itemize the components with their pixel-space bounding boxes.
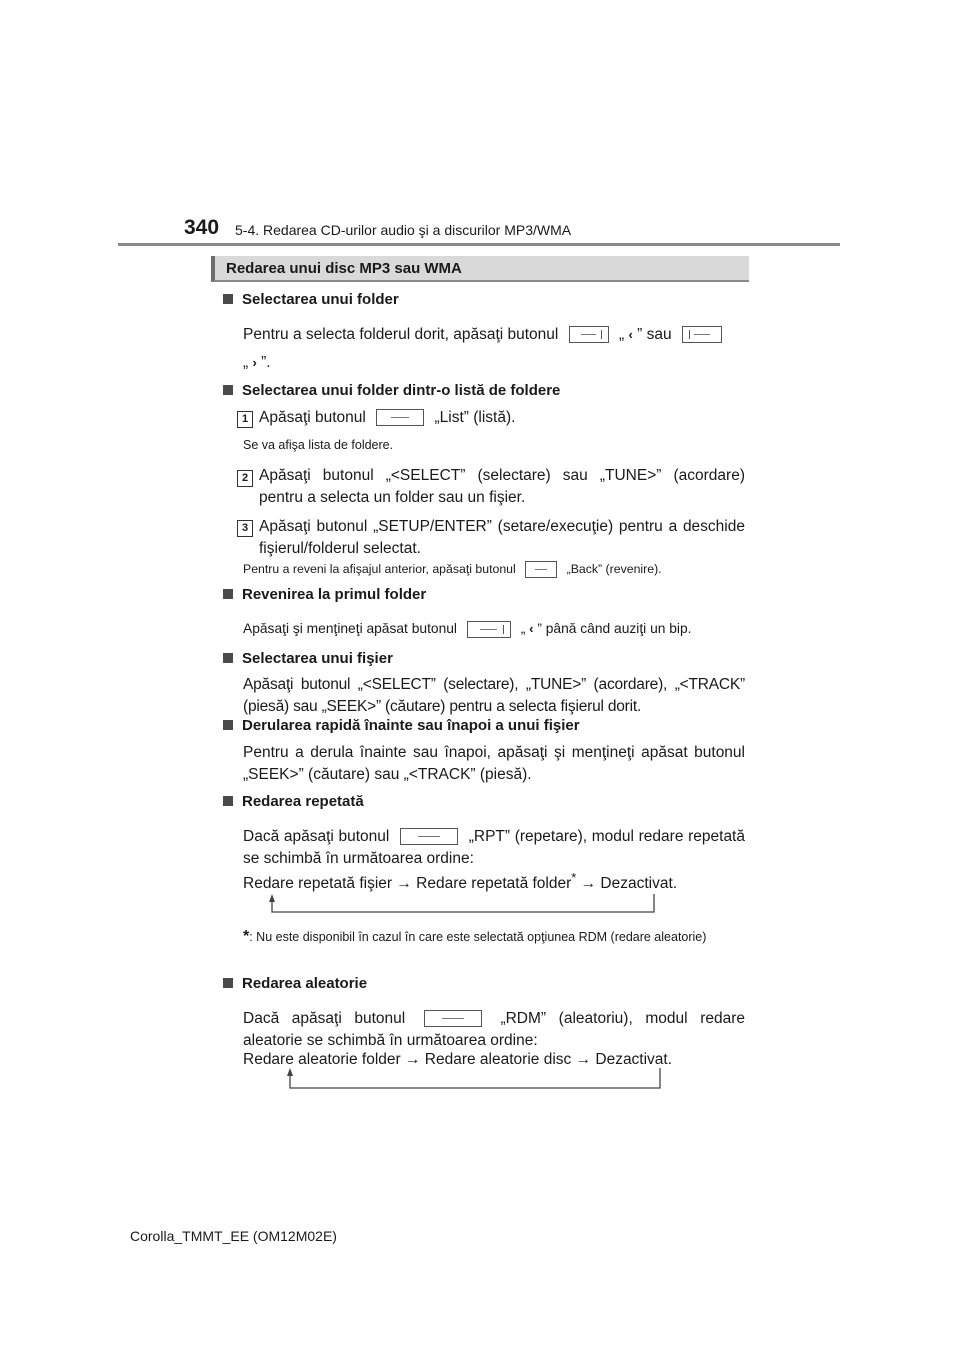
- page-number: 340: [184, 216, 220, 239]
- rdm-button-icon: [423, 1010, 482, 1028]
- header-divider: [118, 243, 840, 246]
- chevron-left-icon: ‹: [628, 327, 633, 342]
- cycle-arrow-icon: [269, 894, 655, 913]
- heading-select-file: Selectarea unui fişier: [223, 650, 393, 667]
- bullet-square-icon: [223, 978, 233, 988]
- step1-text-a: Apăsaţi butonul: [259, 409, 366, 426]
- step1-text-b: „List” (listă).: [434, 409, 516, 426]
- heading-repeat: Redarea repetată: [223, 793, 364, 810]
- heading-text: Redarea aleatorie: [242, 975, 368, 992]
- bullet-square-icon: [223, 720, 233, 730]
- step3-text: Apăsaţi butonul „SETUP/ENTER” (setare/ex…: [259, 518, 745, 557]
- step-number-1: 1: [237, 411, 253, 428]
- list-button-icon: [376, 409, 425, 427]
- step-number-3: 3: [237, 520, 253, 537]
- chevron-left-icon: ‹: [529, 621, 534, 636]
- random-cycle-arrow: [286, 1068, 664, 1092]
- quote-open-2: „: [243, 354, 249, 371]
- heading-text: Redarea repetată: [242, 793, 364, 810]
- repeat-footnote-text: : Nu este disponibil în cazul în care es…: [249, 930, 707, 944]
- bullet-square-icon: [223, 796, 233, 806]
- repeat-text-b: „RPT” (repetare), modul redare repetată …: [243, 828, 745, 867]
- repeat-sequence-a: Redare repetată fişier → Redare repetată…: [243, 875, 572, 893]
- select-folder-text-line2: „ › ”.: [243, 352, 745, 374]
- footnote-star: *: [571, 870, 577, 885]
- folder-up-button-icon: [466, 620, 511, 638]
- random-text-b: „RDM” (aleatoriu), modul redare aleatori…: [243, 1010, 745, 1049]
- random-text: Dacă apăsaţi butonul „RDM” (aleatoriu), …: [243, 1008, 745, 1052]
- heading-fast-forward: Derularea rapidă înainte sau înapoi a un…: [223, 717, 580, 734]
- select-folder-text: Pentru a selecta folderul dorit, apăsaţi…: [243, 324, 745, 346]
- fast-forward-text: Pentru a derula înainte sau înapoi, apăs…: [243, 744, 745, 783]
- back-note: Pentru a reveni la afişajul anterior, ap…: [243, 560, 745, 579]
- first-folder-text-a: Apăsaţi şi menţineţi apăsat butonul: [243, 621, 457, 636]
- repeat-text: Dacă apăsaţi butonul „RPT” (repetare), m…: [243, 826, 745, 870]
- first-folder-text: Apăsaţi şi menţineţi apăsat butonul „ ‹ …: [243, 620, 745, 638]
- footnote-star-marker: *: [243, 928, 250, 945]
- step-number-2: 2: [237, 470, 253, 487]
- folder-down-button-icon: [681, 326, 722, 344]
- quote-close: ” sau: [637, 326, 672, 343]
- select-folder-text-a: Pentru a selecta folderul dorit, apăsaţi…: [243, 326, 559, 343]
- section-title-bar: Redarea unui disc MP3 sau WMA: [211, 256, 749, 282]
- first-folder-text-c: ” până când auziţi un bip.: [537, 621, 692, 636]
- repeat-sequence: Redare repetată fişier → Redare repetată…: [243, 867, 745, 895]
- heading-first-folder: Revenirea la primul folder: [223, 586, 426, 603]
- bullet-square-icon: [223, 294, 233, 304]
- heading-select-folder: Selectarea unui folder: [223, 291, 399, 308]
- heading-text: Derularea rapidă înainte sau înapoi a un…: [242, 717, 580, 734]
- bullet-square-icon: [223, 385, 233, 395]
- repeat-text-a: Dacă apăsaţi butonul: [243, 828, 390, 845]
- back-note-a: Pentru a reveni la afişajul anterior, ap…: [243, 562, 516, 576]
- random-sequence: Redare aleatorie folder → Redare aleator…: [243, 1051, 673, 1068]
- heading-random: Redarea aleatorie: [223, 975, 367, 992]
- back-note-b: „Back” (revenire).: [566, 562, 662, 576]
- quote-open: „: [619, 326, 625, 343]
- chevron-right-icon: ›: [252, 355, 257, 370]
- chapter-title: 5-4. Redarea CD-urilor audio şi a discur…: [235, 222, 572, 238]
- repeat-sequence-b: → Dezactivat.: [576, 875, 678, 893]
- heading-list-select: Selectarea unui folder dintr-o listă de …: [223, 382, 560, 399]
- repeat-cycle-arrow: [268, 894, 658, 916]
- bullet-square-icon: [223, 589, 233, 599]
- heading-text: Selectarea unui folder: [242, 291, 399, 308]
- repeat-footnote: *: Nu este disponibil în cazul în care e…: [243, 928, 745, 946]
- select-file-text: Apăsaţi butonul „<SELECT” (selectare), „…: [243, 676, 745, 715]
- back-button-icon: [525, 561, 558, 579]
- heading-text: Selectarea unui folder dintr-o listă de …: [242, 382, 561, 399]
- step2-text: Apăsaţi butonul „<SELECT” (selectare) sa…: [259, 467, 745, 506]
- step1-note: Se va afişa lista de foldere.: [243, 438, 394, 452]
- heading-text: Revenirea la primul folder: [242, 586, 427, 603]
- bullet-square-icon: [223, 653, 233, 663]
- quote-close-2: ”.: [261, 354, 271, 371]
- footer-model: Corolla_TMMT_EE (OM12M02E): [130, 1228, 337, 1244]
- heading-text: Selectarea unui fişier: [242, 650, 393, 667]
- rpt-button-icon: [400, 828, 459, 846]
- cycle-arrow-icon: [287, 1068, 661, 1089]
- random-text-a: Dacă apăsaţi butonul: [243, 1010, 406, 1027]
- step1-text: Apăsaţi butonul „List” (listă).: [259, 407, 745, 429]
- folder-up-button-icon: [568, 326, 609, 344]
- first-folder-text-b: „: [520, 621, 526, 636]
- section-title: Redarea unui disc MP3 sau WMA: [226, 260, 462, 277]
